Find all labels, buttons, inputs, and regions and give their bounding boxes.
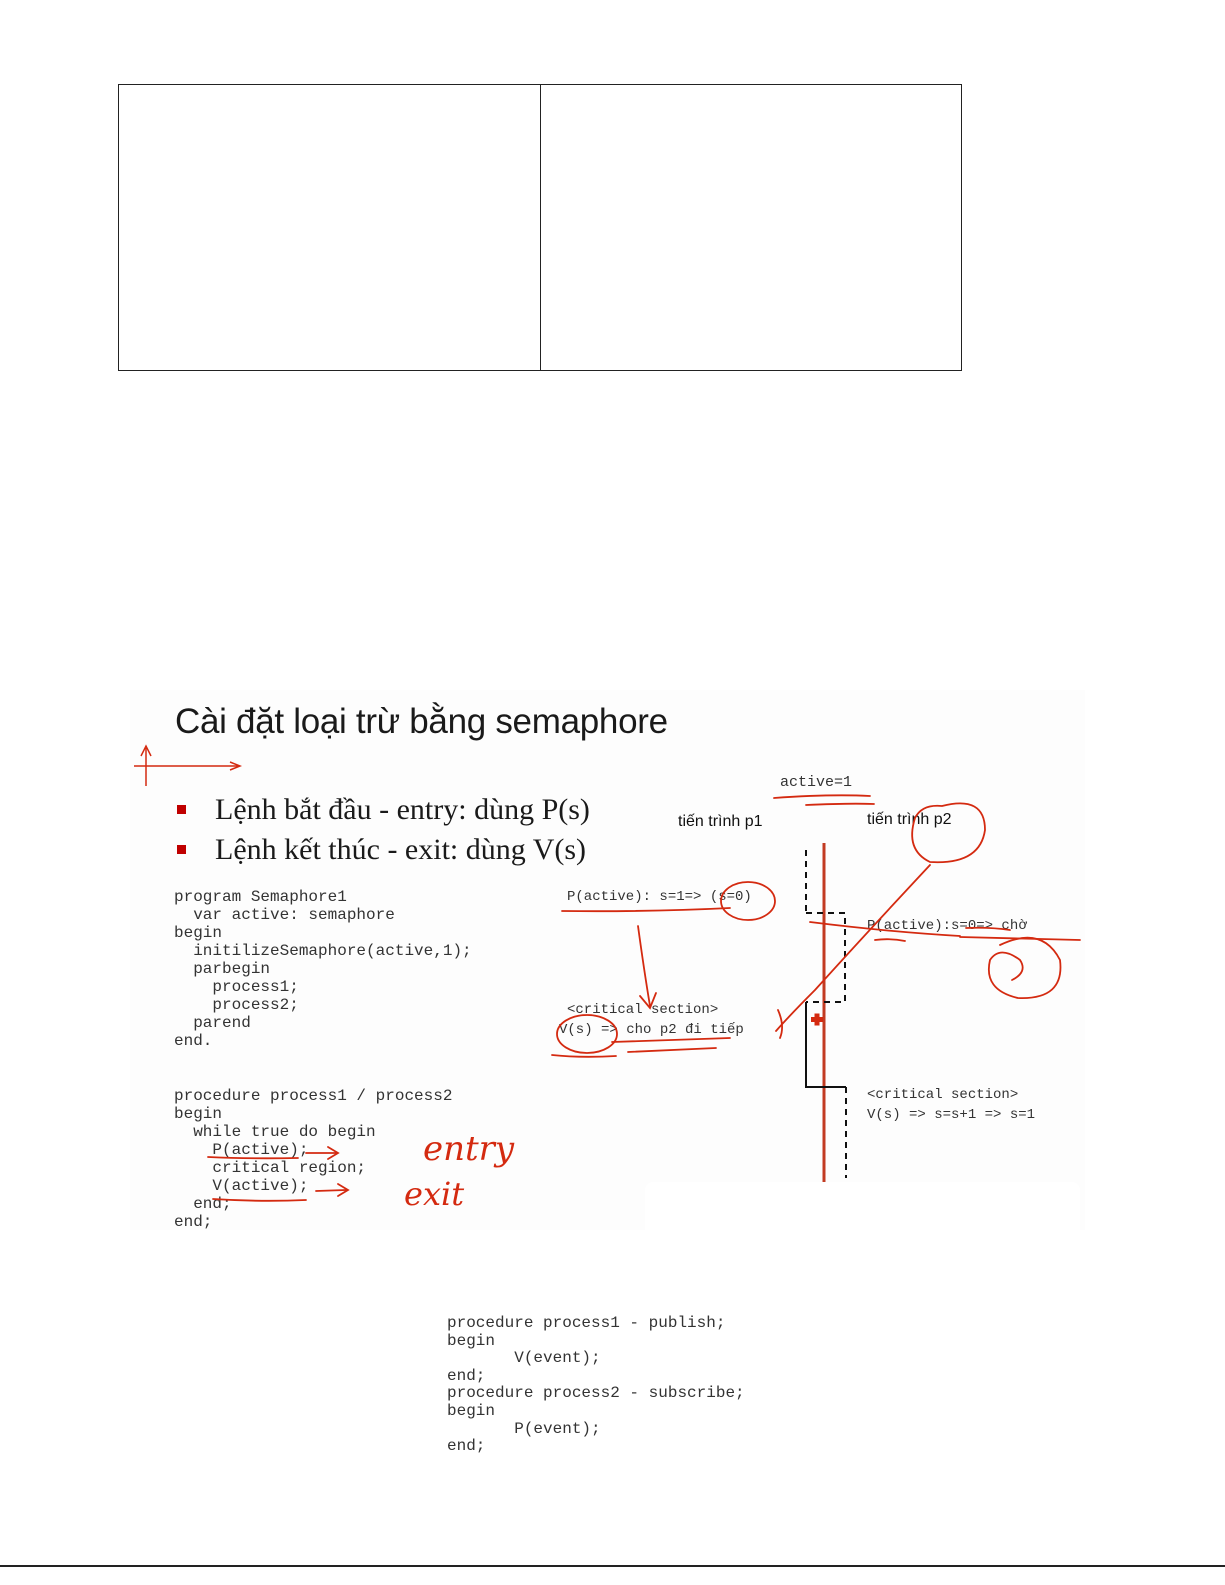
bullet-exit-text: Lệnh kết thúc - exit: dùng V(s) <box>215 833 587 866</box>
active-init-label: active=1 <box>780 774 853 791</box>
corner-axis-icon <box>134 744 243 786</box>
p1-wait-note: P(active): s=1=> (s=0) <box>567 889 752 905</box>
process-p1-label: tiến trình p1 <box>678 813 763 830</box>
bullet-square-icon <box>177 845 186 854</box>
page-bottom-rule <box>0 1565 1225 1567</box>
publish-subscribe-code: procedure process1 - publish; begin V(ev… <box>447 1314 745 1456</box>
slide-title: Cài đặt loại trừ bằng semaphore <box>175 702 668 741</box>
program-code: program Semaphore1 var active: semaphore… <box>174 888 472 1050</box>
table-cell-left <box>118 84 541 371</box>
procedure-code: procedure process1 / process2 begin whil… <box>174 1087 453 1231</box>
bullet-entry-text: Lệnh bắt đầu - entry: dùng P(s) <box>215 793 590 826</box>
p2-release-note: V(s) => s=s+1 => s=1 <box>867 1107 1036 1123</box>
bullet-exit: Lệnh kết thúc - exit: dùng V(s) <box>175 830 590 870</box>
process-p2-label: tiến trình p2 <box>867 811 952 828</box>
bullet-list: Lệnh bắt đầu - entry: dùng P(s) Lệnh kết… <box>175 790 590 870</box>
empty-table <box>118 84 962 371</box>
semaphore-slide-image: Cài đặt loại trừ bằng semaphore Lệnh bắt… <box>130 690 1085 1231</box>
p1-release-note: V(s) => cho p2 đi tiếp <box>559 1022 744 1038</box>
bullet-entry: Lệnh bắt đầu - entry: dùng P(s) <box>175 790 590 830</box>
table-cell-right <box>539 84 962 371</box>
slide-overlay-patch <box>645 1182 1080 1230</box>
execution-path <box>805 850 847 1178</box>
timeline-arrow <box>818 843 830 1212</box>
p1-critical-note: <critical section> <box>567 1002 719 1018</box>
bullet-square-icon <box>177 805 186 814</box>
p2-critical-note: <critical section> <box>867 1087 1019 1103</box>
plus-marker-icon <box>811 1013 823 1026</box>
p2-wait-note: P(active):s=0=> chờ <box>867 918 1027 934</box>
